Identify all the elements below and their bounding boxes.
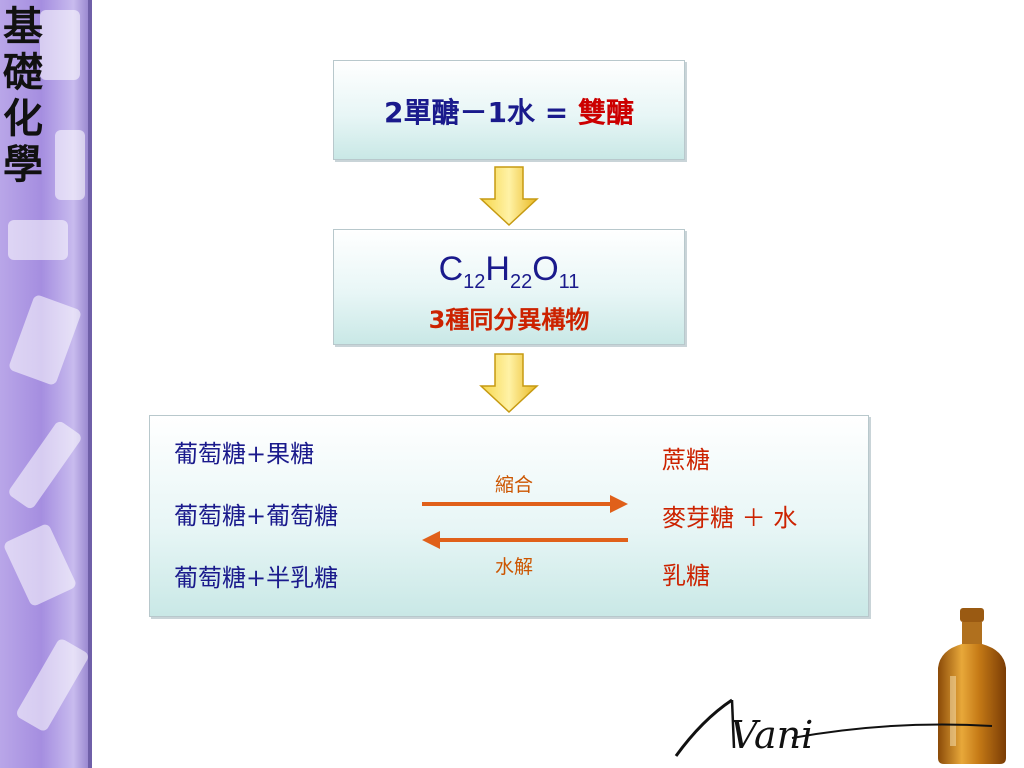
product-list: 蔗糖 麥芽糖 ＋ 水 乳糖: [662, 440, 797, 614]
reactant-list: 葡萄糖+果糖 葡萄糖+葡萄糖 葡萄糖+半乳糖: [174, 434, 338, 620]
reaction-box: 葡萄糖+果糖 葡萄糖+葡萄糖 葡萄糖+半乳糖 縮合 水解 蔗糖 麥芽糖 ＋ 水 …: [149, 415, 869, 617]
formula-o-sub: 11: [558, 270, 580, 293]
list-item: 葡萄糖+果糖: [174, 440, 315, 468]
list-item: 乳糖: [662, 562, 710, 590]
forward-label: 縮合: [495, 474, 534, 496]
sidebar-title: 基礎化學: [3, 4, 43, 188]
down-arrow-icon: [479, 353, 539, 414]
formula-o: O: [532, 250, 559, 288]
equation-text: 2單醣－1水 = 雙醣: [334, 91, 684, 131]
equation-box: 2單醣－1水 = 雙醣: [333, 60, 685, 160]
list-item: 麥芽糖 ＋ 水: [662, 504, 798, 532]
list-item: 葡萄糖+半乳糖: [174, 564, 339, 592]
amber-bottle-icon: [938, 608, 1006, 764]
reverse-label: 水解: [495, 556, 534, 578]
list-item: 蔗糖: [662, 446, 710, 474]
molecular-formula: C12H22O11: [334, 250, 684, 294]
equilibrium-arrows-icon: [422, 495, 628, 549]
formula-box: C12H22O11 3種同分異構物: [333, 229, 685, 345]
signature-text: Vani: [730, 713, 813, 757]
signature-logo: Vani: [674, 698, 993, 757]
sidebar-decoration: 基礎化學: [0, 0, 92, 768]
formula-h: H: [485, 250, 510, 288]
formula-h-sub: 22: [509, 270, 533, 293]
equation-result: 雙醣: [577, 96, 634, 129]
down-arrow-icon: [479, 166, 539, 227]
isomer-text: 3種同分異構物: [428, 306, 590, 334]
formula-c: C: [438, 250, 464, 288]
equation-left: 2單醣－1水 =: [384, 96, 578, 129]
list-item: 葡萄糖+葡萄糖: [174, 502, 339, 530]
formula-c-sub: 12: [463, 270, 486, 293]
